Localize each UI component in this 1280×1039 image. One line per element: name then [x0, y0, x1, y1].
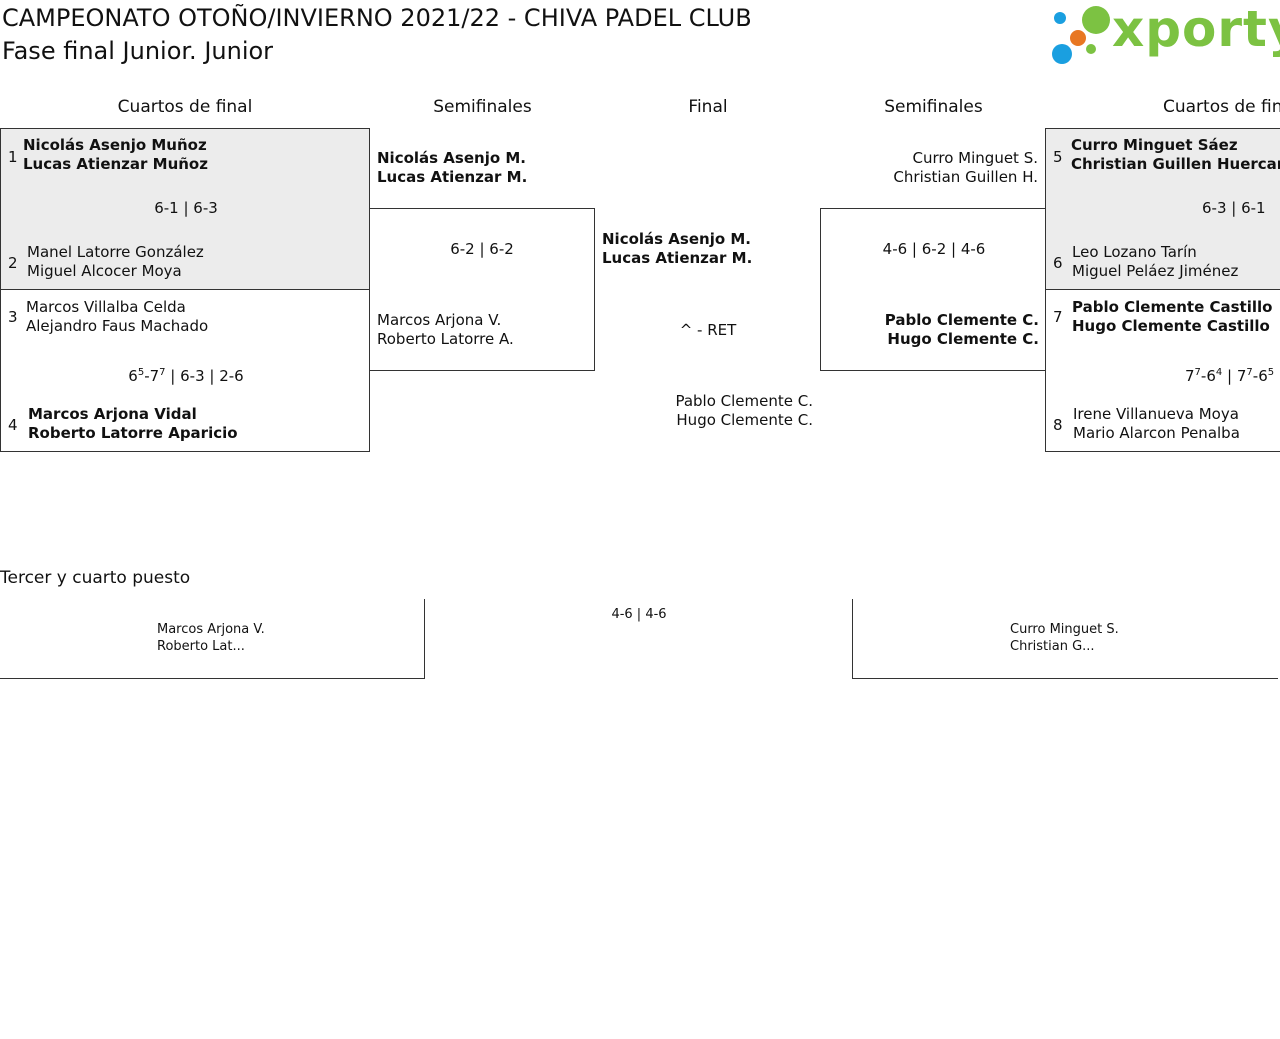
match-score: 6-2 | 6-2: [450, 240, 514, 258]
team-winner: Pablo Clemente Castillo Hugo Clemente Ca…: [1072, 298, 1272, 336]
logo-dot-blue: [1054, 12, 1066, 24]
qf-match-2: 3 Marcos Villalba Celda Alejandro Faus M…: [0, 289, 370, 452]
player-name: Irene Villanueva Moya: [1073, 405, 1239, 423]
team: Marcos Arjona V. Roberto Lat...: [157, 621, 265, 655]
seed-number: 3: [8, 308, 18, 326]
team-winner: Nicolás Asenjo M. Lucas Atienzar M.: [377, 149, 527, 187]
qf-match-3: 5 Curro Minguet Sáez Christian Guillen H…: [1045, 128, 1280, 290]
team: Leo Lozano Tarín Miguel Peláez Jiménez: [1072, 243, 1238, 281]
seed-number: 5: [1053, 148, 1063, 166]
match-score: 65-77 | 6-3 | 2-6: [128, 367, 244, 385]
team: Pablo Clemente C. Hugo Clemente C.: [595, 392, 813, 430]
player-name: Alejandro Faus Machado: [26, 317, 209, 335]
player-name: Leo Lozano Tarín: [1072, 243, 1197, 261]
player-name: Hugo Clemente C.: [676, 411, 813, 429]
player-name: Nicolás Asenjo M.: [377, 149, 526, 167]
team-winner: Nicolás Asenjo M. Lucas Atienzar M.: [602, 230, 752, 268]
page-subtitle: Fase final Junior. Junior: [2, 37, 274, 65]
seed-number: 8: [1053, 416, 1063, 434]
qf-match-1: 1 Nicolás Asenjo Muñoz Lucas Atienzar Mu…: [0, 128, 370, 290]
player-name: Marcos Arjona Vidal: [28, 405, 197, 423]
seed-number: 7: [1053, 308, 1063, 326]
player-name: Lucas Atienzar M.: [377, 168, 528, 186]
match-score: 77-64 | 77-65: [1185, 367, 1275, 385]
player-name: Christian Guillen Huercano: [1071, 155, 1280, 173]
player-name: Lucas Atienzar Muñoz: [23, 155, 208, 173]
seed-number: 1: [8, 148, 18, 166]
column-header-qf-right: Cuartos de fin: [1163, 97, 1280, 117]
team: Irene Villanueva Moya Mario Alarcon Pena…: [1073, 405, 1240, 443]
match-score: 6-3 | 6-1: [1202, 199, 1266, 217]
match-score: 4-6 | 6-2 | 4-6: [882, 240, 986, 258]
logo-dot-green-small: [1086, 44, 1096, 54]
final-score: ^ - RET: [679, 321, 737, 339]
player-name: Christian Guillen H.: [893, 168, 1038, 186]
player-name: Marcos Arjona V.: [157, 622, 265, 637]
seed-number: 6: [1053, 254, 1063, 272]
logo-dot-green: [1082, 6, 1110, 34]
player-name: Pablo Clemente Castillo: [1072, 298, 1273, 316]
column-header-sf-right: Semifinales: [884, 97, 983, 117]
third-place-right: Curro Minguet S. Christian G...: [852, 599, 1278, 679]
player-name: Christian G...: [1010, 639, 1095, 654]
team: Curro Minguet S. Christian G...: [1010, 621, 1119, 655]
player-name: Nicolás Asenjo Muñoz: [23, 136, 207, 154]
team: Curro Minguet S. Christian Guillen H.: [821, 149, 1038, 187]
qf-match-4: 7 Pablo Clemente Castillo Hugo Clemente …: [1045, 289, 1280, 452]
player-name: Manel Latorre González: [27, 243, 204, 261]
third-place-left: Marcos Arjona V. Roberto Lat...: [0, 599, 425, 679]
logo-dot-blue-large: [1052, 44, 1072, 64]
section-title-third-place: Tercer y cuarto puesto: [0, 568, 191, 588]
player-name: Nicolás Asenjo M.: [602, 230, 751, 248]
player-name: Lucas Atienzar M.: [602, 249, 753, 267]
page-title: CAMPEONATO OTOÑO/INVIERNO 2021/22 - CHIV…: [2, 4, 752, 32]
team-winner: Curro Minguet Sáez Christian Guillen Hue…: [1071, 136, 1280, 174]
player-name: Roberto Latorre Aparicio: [28, 424, 238, 442]
sf-match-left: 6-2 | 6-2 Marcos Arjona V. Roberto Lator…: [369, 208, 595, 371]
seed-number: 2: [8, 254, 18, 272]
column-header-final: Final: [688, 97, 728, 117]
team: Manel Latorre González Miguel Alcocer Mo…: [27, 243, 204, 281]
xporty-logo: xporty: [1050, 0, 1280, 68]
team: Marcos Villalba Celda Alejandro Faus Mac…: [26, 298, 208, 336]
logo-dot-orange: [1070, 30, 1086, 46]
match-score: 6-1 | 6-3: [154, 199, 218, 217]
logo-text: xporty: [1112, 0, 1280, 58]
player-name: Curro Minguet S.: [1010, 622, 1119, 637]
player-name: Curro Minguet S.: [912, 149, 1038, 167]
column-header-qf-left: Cuartos de final: [117, 97, 253, 117]
sf-match-right: 4-6 | 6-2 | 4-6 Pablo Clemente C. Hugo C…: [820, 208, 1046, 371]
player-name: Roberto Lat...: [157, 639, 245, 654]
player-name: Pablo Clemente C.: [675, 392, 813, 410]
column-header-sf-left: Semifinales: [433, 97, 532, 117]
player-name: Marcos Villalba Celda: [26, 298, 186, 316]
player-name: Roberto Latorre A.: [377, 330, 514, 348]
player-name: Hugo Clemente Castillo: [1072, 317, 1270, 335]
player-name: Hugo Clemente C.: [887, 330, 1039, 348]
team-winner: Marcos Arjona Vidal Roberto Latorre Apar…: [28, 405, 238, 443]
player-name: Pablo Clemente C.: [884, 311, 1039, 329]
seed-number: 4: [8, 416, 18, 434]
team-winner: Nicolás Asenjo Muñoz Lucas Atienzar Muño…: [23, 136, 208, 174]
player-name: Curro Minguet Sáez: [1071, 136, 1238, 154]
player-name: Marcos Arjona V.: [377, 311, 502, 329]
player-name: Miguel Peláez Jiménez: [1072, 262, 1239, 280]
team: Marcos Arjona V. Roberto Latorre A.: [377, 311, 514, 349]
player-name: Mario Alarcon Penalba: [1073, 424, 1240, 442]
team-winner: Pablo Clemente C. Hugo Clemente C.: [821, 311, 1039, 349]
third-place-score: 4-6 | 4-6: [611, 607, 667, 622]
player-name: Miguel Alcocer Moya: [27, 262, 182, 280]
